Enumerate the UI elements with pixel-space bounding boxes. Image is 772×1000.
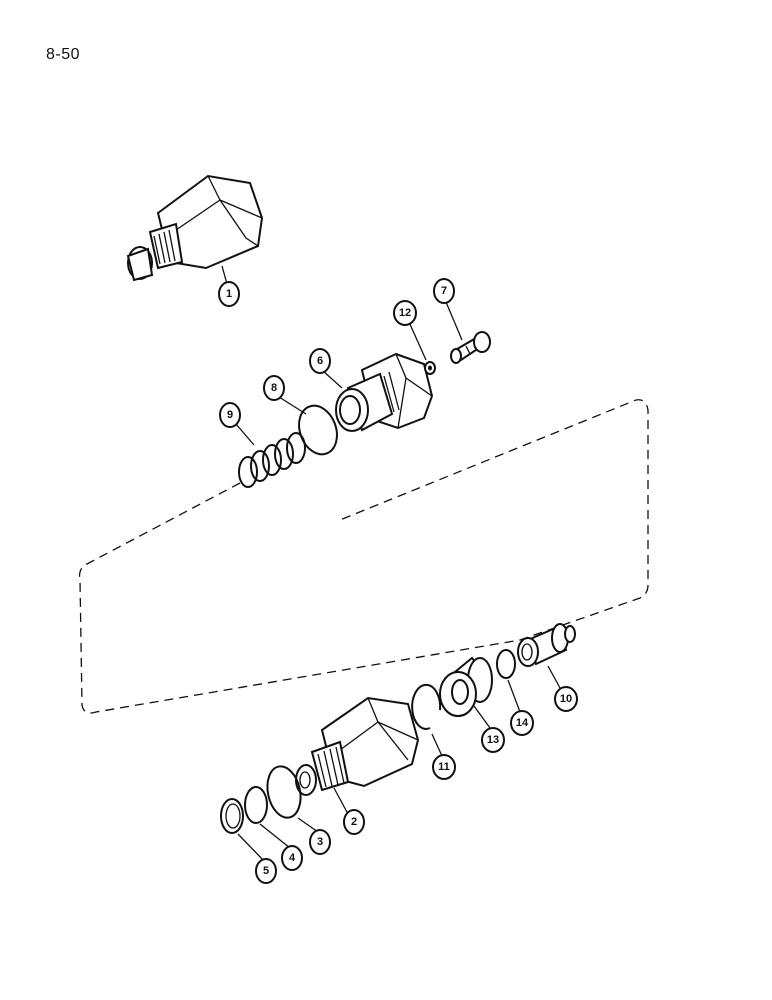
assembly-dashed-outline [78,399,649,714]
svg-text:2: 2 [351,816,357,828]
callout-7: 7 [433,278,455,304]
part-4-ring [244,786,268,824]
svg-text:10: 10 [560,693,572,705]
part-13-bushing [439,656,493,717]
callout-11: 11 [432,754,456,780]
callout-9: 9 [219,402,241,428]
callout-5: 5 [255,858,277,884]
page-number: 8-50 [46,46,81,63]
callout-14: 14 [510,710,534,736]
callout-8: 8 [263,375,285,401]
svg-text:4: 4 [289,852,296,864]
callout-2: 2 [343,809,365,835]
callout-6: 6 [309,348,331,374]
part-14-o-ring [496,649,516,679]
part-6-sleeve-nut [335,352,434,432]
svg-text:1: 1 [226,288,232,300]
svg-text:6: 6 [317,355,323,367]
part-3-ring [266,765,302,819]
callout-1: 1 [218,281,240,307]
part-11-snap-ring [411,683,442,730]
part-7-poppet [450,331,491,364]
part-5-ring [220,798,244,834]
part-10-seat [517,623,576,667]
svg-text:5: 5 [263,865,269,877]
part-9-spring [238,432,306,488]
svg-text:7: 7 [441,285,447,297]
callout-12: 12 [393,300,417,326]
callout-10: 10 [554,686,578,712]
callout-4: 4 [281,845,303,871]
callout-13: 13 [481,727,505,753]
part-2-valve-cartridge [295,696,420,796]
callout-3: 3 [309,829,331,855]
svg-text:14: 14 [516,717,529,729]
svg-text:13: 13 [487,734,499,746]
svg-text:3: 3 [317,836,323,848]
leader-lines [221,265,561,862]
svg-text:8: 8 [271,382,277,394]
svg-text:11: 11 [438,761,450,773]
part-1-valve-cartridge [126,174,264,282]
svg-text:9: 9 [227,409,233,421]
svg-text:12: 12 [399,307,411,319]
part-12-ball [424,361,436,375]
